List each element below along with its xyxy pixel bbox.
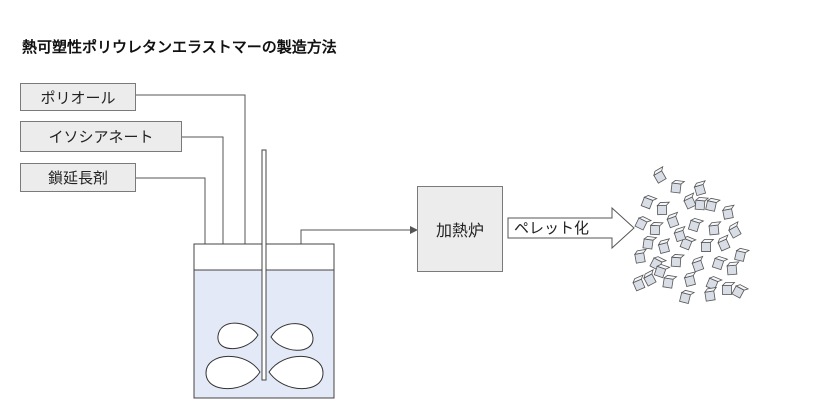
stirrer-shaft (261, 149, 267, 381)
pellet (734, 247, 751, 262)
pellet (705, 197, 721, 212)
isocyanate-box: イソシアネート (20, 121, 182, 152)
pellet (693, 180, 707, 197)
pellet (673, 225, 687, 243)
pellet (694, 196, 710, 211)
pellet (670, 179, 686, 194)
pellet (656, 201, 671, 216)
pellet (728, 220, 742, 239)
pellet (683, 192, 697, 210)
pelletizing-label: ペレット化 (514, 219, 590, 237)
polyol-box: ポリオール (20, 83, 136, 111)
block-arrow-icon (507, 206, 635, 250)
pellet (643, 269, 657, 287)
pellet (731, 284, 750, 299)
stirrer-blade-icon (205, 322, 324, 390)
pellet (726, 261, 740, 276)
pellet (717, 234, 731, 252)
pellet (642, 235, 658, 250)
pellet (679, 289, 696, 304)
pellet (653, 263, 671, 279)
pellet (687, 217, 705, 233)
pellet (634, 216, 653, 231)
chain-extender-box: 鎖延長剤 (20, 163, 136, 192)
pellet-pile-icon (632, 165, 751, 304)
pellet (649, 222, 664, 236)
polyol-label: ポリオール (40, 88, 116, 107)
heating-furnace-box: 加熱炉 (417, 186, 503, 272)
isocyanate-label: イソシアネート (48, 128, 154, 146)
pellet (653, 165, 667, 184)
pellet (633, 248, 647, 264)
page-title: 熱可塑性ポリウレタンエラストマーの製造方法 (22, 38, 337, 56)
pellet (662, 274, 678, 289)
pellet (703, 286, 718, 302)
pellet (721, 204, 735, 220)
pellet (666, 211, 680, 229)
pellet (711, 255, 729, 271)
pellet (708, 221, 722, 236)
furnace-label: 加熱炉 (435, 221, 484, 240)
pellet (632, 274, 646, 292)
chain-extender-label: 鎖延長剤 (47, 169, 108, 187)
pellet (721, 282, 736, 295)
pellet (683, 271, 697, 287)
pellet (640, 195, 658, 210)
pellet (679, 236, 697, 251)
pellet (657, 238, 671, 255)
pellet (670, 254, 685, 268)
pellet (691, 255, 705, 273)
pellet (700, 238, 715, 252)
